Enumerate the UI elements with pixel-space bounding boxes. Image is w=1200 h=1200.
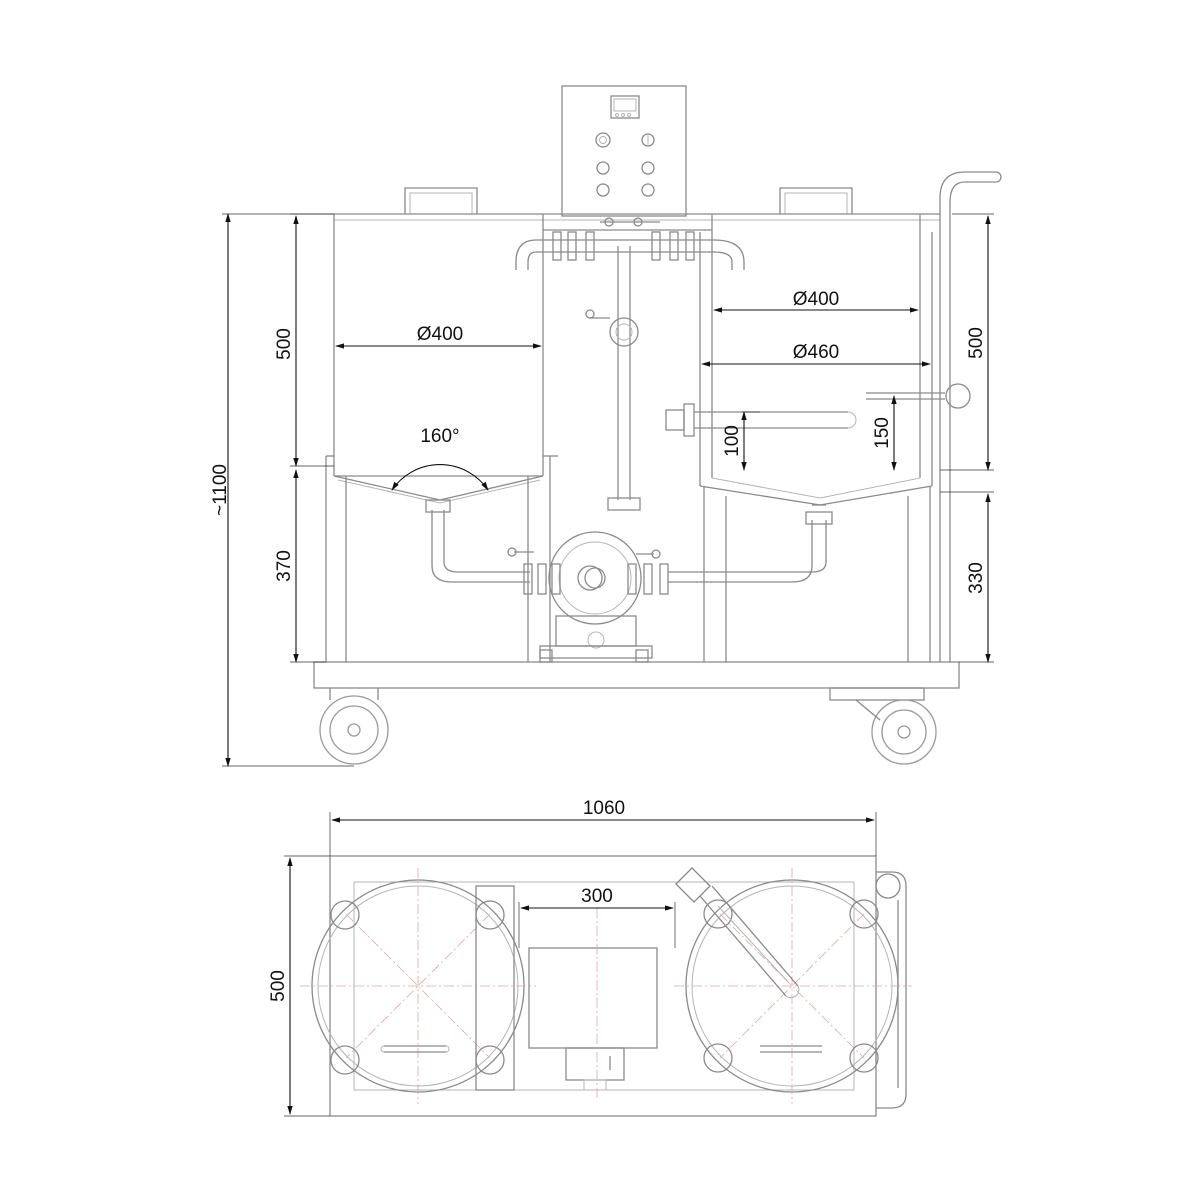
right-diameter-outer-label: Ø460 — [793, 342, 839, 363]
sensor-height-label: 150 — [872, 417, 893, 449]
dim-right-diameter-outer: Ø460 — [701, 342, 931, 367]
dim-left-leg-height: 370 — [274, 469, 326, 663]
left-wheel — [319, 688, 389, 765]
dim-left-diameter: Ø400 — [335, 324, 542, 349]
dim-center-width: 300 — [518, 886, 676, 948]
top-left-tank — [300, 868, 536, 1104]
top-view: 1060 500 300 — [268, 798, 912, 1117]
right-tank — [665, 214, 971, 506]
top-right-tank — [674, 867, 912, 1109]
center-piping — [515, 217, 745, 511]
cart-frame — [313, 171, 1002, 701]
depth-label: 500 — [268, 970, 289, 1002]
overall-height-label: ~1100 — [210, 464, 231, 516]
left-tank-height-label: 500 — [274, 328, 295, 360]
dim-right-leg-height: 330 — [940, 491, 994, 663]
left-diameter-label: Ø400 — [417, 324, 463, 345]
left-leg-height-label: 370 — [274, 550, 295, 582]
dim-cone-angle: 160° — [391, 426, 489, 491]
heater-height-label: 100 — [722, 425, 743, 457]
left-tank — [326, 214, 558, 504]
pump-assembly — [425, 499, 833, 663]
dim-right-diameter-inner: Ø400 — [713, 289, 919, 313]
dim-right-tank-height: 500 — [940, 213, 994, 471]
overall-width-label: 1060 — [583, 798, 625, 819]
right-lid-handle — [779, 187, 853, 214]
top-center-block — [475, 885, 658, 1100]
right-leg-height-label: 330 — [966, 562, 987, 594]
dim-overall-width: 1060 — [329, 798, 877, 856]
dim-heater-height: 100 — [722, 411, 760, 471]
left-lid-handle — [404, 187, 478, 214]
cone-angle-label: 160° — [420, 426, 459, 447]
right-tank-height-label: 500 — [966, 327, 987, 359]
center-width-label: 300 — [581, 886, 613, 907]
front-view: ~1100 500 370 Ø400 160° Ø400 Ø460 — [210, 85, 1002, 767]
dim-sensor-height: 150 — [872, 395, 897, 471]
dim-left-tank-height: 500 — [274, 213, 334, 467]
right-wheel — [855, 699, 937, 765]
right-diameter-inner-label: Ø400 — [793, 289, 839, 310]
dim-overall-height: ~1100 — [210, 213, 354, 767]
dim-depth: 500 — [268, 855, 330, 1117]
control-panel — [561, 85, 687, 217]
